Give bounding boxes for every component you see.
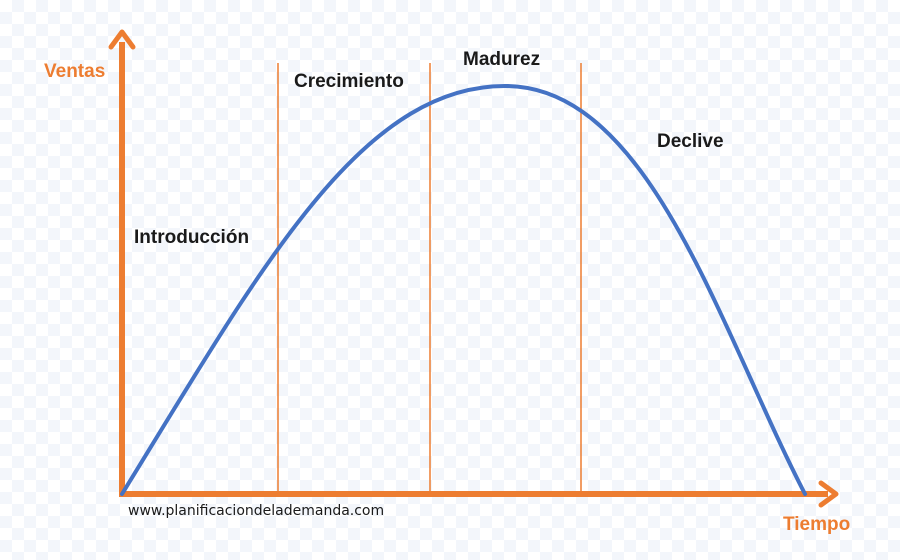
- stage-label-introduction: Introducción: [134, 227, 249, 248]
- stage-label-growth: Crecimiento: [294, 71, 404, 92]
- x-axis-arrowhead: [818, 480, 839, 508]
- source-credit: www.planificaciondelademanda.com: [128, 503, 384, 519]
- y-axis-arrowhead: [108, 29, 136, 50]
- sales-curve: [120, 83, 807, 496]
- x-axis-label: Tiempo: [783, 514, 850, 535]
- stage-label-decline: Declive: [657, 131, 724, 152]
- y-axis-label: Ventas: [44, 61, 105, 82]
- stage-label-maturity: Madurez: [463, 49, 540, 70]
